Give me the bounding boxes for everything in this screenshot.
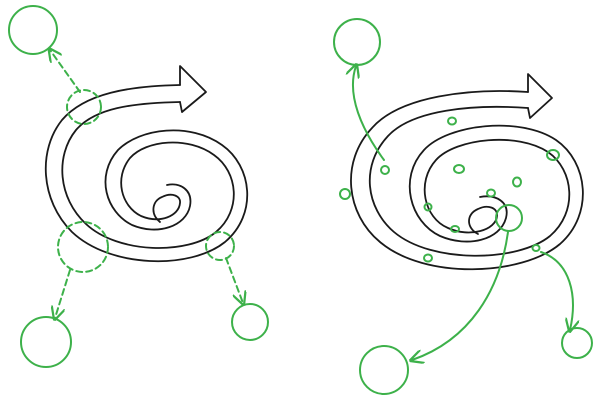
right-spiral-arrowhead bbox=[528, 74, 552, 118]
left-node-right bbox=[232, 304, 268, 340]
left-spiral-outer-line bbox=[46, 85, 247, 261]
right-arrow-to-bottom-node bbox=[412, 232, 508, 360]
left-panel bbox=[9, 6, 268, 367]
right-node-bottom bbox=[360, 346, 408, 394]
left-arrow-to-bottom-node bbox=[55, 270, 70, 318]
particle bbox=[454, 165, 464, 173]
particle bbox=[448, 118, 456, 125]
right-arrow-to-right-node bbox=[541, 252, 573, 330]
particle bbox=[424, 255, 432, 262]
particle bbox=[381, 166, 389, 174]
left-connection-point-top bbox=[67, 90, 101, 124]
particle bbox=[513, 178, 521, 187]
right-spiral bbox=[351, 74, 583, 269]
left-node-bottom bbox=[21, 317, 71, 367]
particle bbox=[340, 189, 350, 199]
particle bbox=[487, 190, 495, 197]
left-arrow-to-right-node bbox=[226, 258, 243, 303]
left-spiral-arrowhead bbox=[180, 66, 206, 112]
right-panel bbox=[334, 19, 592, 394]
left-connection-point-bottom bbox=[58, 222, 108, 272]
left-node-top bbox=[9, 6, 57, 54]
right-spiral-outer-line bbox=[351, 91, 583, 269]
particle bbox=[533, 245, 540, 251]
left-arrow-to-top-node bbox=[50, 50, 80, 92]
right-node-right bbox=[562, 328, 592, 358]
right-highlighted-particle bbox=[496, 205, 522, 231]
right-node-top bbox=[334, 19, 380, 65]
